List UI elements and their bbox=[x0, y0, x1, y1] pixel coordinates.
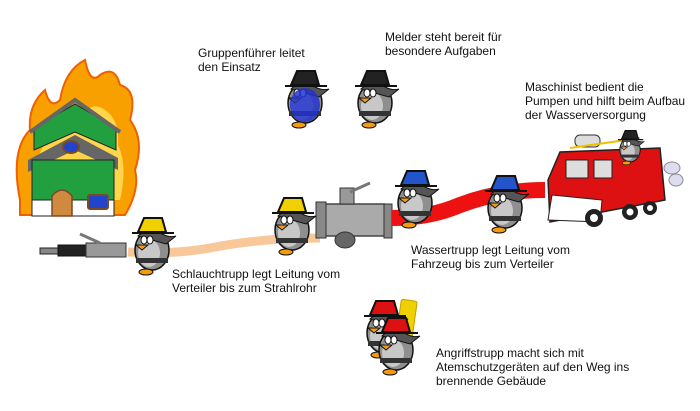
penguin-water-team-2 bbox=[485, 175, 530, 234]
fire-truck-icon bbox=[547, 134, 684, 227]
penguin-water-team-1 bbox=[395, 170, 440, 229]
caption-water-team: Wassertrupp legt Leitung vom Fahrzeug bi… bbox=[411, 243, 570, 271]
burning-house-icon bbox=[15, 58, 140, 217]
caption-attack-team: Angriffstrupp macht sich mit Atemschutzg… bbox=[436, 346, 630, 388]
penguin-group-leader bbox=[285, 70, 330, 129]
penguin-messenger bbox=[355, 70, 400, 129]
caption-hose-team: Schlauchtrupp legt Leitung vom Verteiler… bbox=[172, 267, 341, 295]
penguin-attack-team bbox=[364, 298, 421, 376]
penguin-machinist bbox=[617, 129, 645, 166]
penguin-hose-team-2 bbox=[272, 197, 317, 256]
distributor-icon bbox=[315, 181, 393, 249]
caption-messenger: Melder steht bereit für besondere Aufgab… bbox=[385, 30, 502, 58]
penguin-hose-team-1 bbox=[132, 217, 177, 276]
nozzle-icon bbox=[39, 232, 127, 258]
caption-machinist: Maschinist bedient die Pumpen und hilft … bbox=[525, 80, 686, 122]
caption-group-leader: Gruppenführer leitet den Einsatz bbox=[198, 46, 305, 74]
